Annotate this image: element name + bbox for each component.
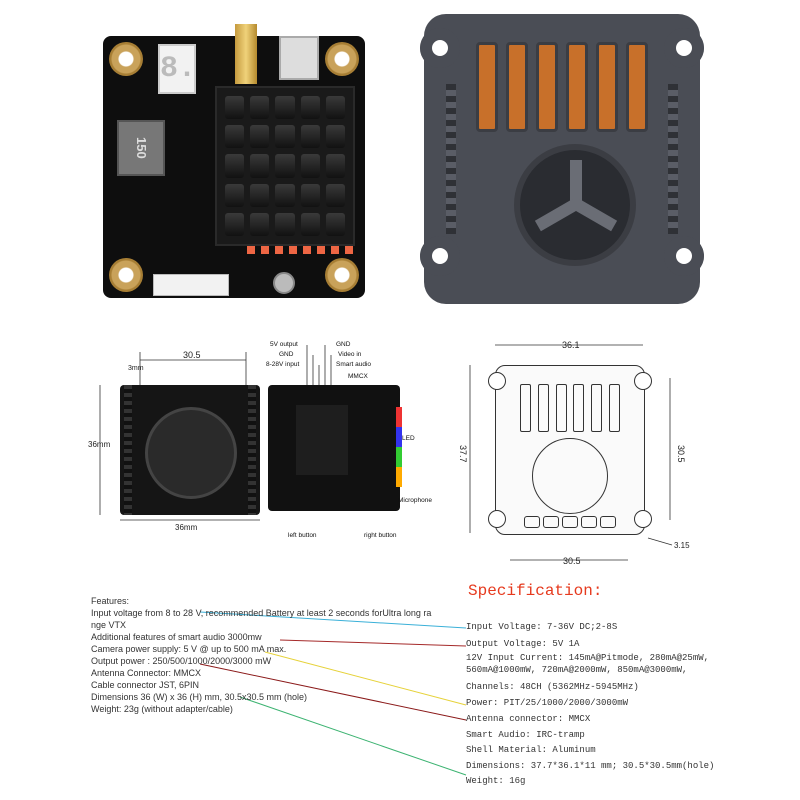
pin-label: Video in [338, 351, 362, 358]
microphone-icon [273, 272, 295, 294]
button-label: right button [364, 532, 397, 539]
mount-hole [325, 258, 359, 292]
spec-input-current-cont: 560mA@1000mW, 720mA@2000mW, 850mA@3000mW… [466, 665, 688, 675]
pin-label: GND [336, 341, 351, 348]
dimension-small: 3mm [128, 365, 144, 372]
spec-power: Power: PIT/25/1000/2000/3000mW [466, 698, 629, 708]
feature-line: Camera power supply: 5 V @ up to 500 mA … [91, 644, 287, 654]
dimension-side: 36mm [88, 440, 111, 449]
board-pinout-diagram [268, 385, 402, 511]
pin-label: Smart audio [336, 361, 372, 368]
mount-ear [420, 236, 460, 276]
outline-dim-left: 37.7 [458, 445, 468, 463]
mount-ear [664, 28, 704, 68]
led-row [247, 246, 353, 254]
mount-ear [664, 236, 704, 276]
fan-icon [532, 438, 608, 514]
pin-label: GND [279, 351, 294, 358]
inductor: 150 [117, 120, 165, 176]
feature-line: Weight: 23g (without adapter/cable) [91, 704, 233, 714]
spec-output-voltage: Output Voltage: 5V 1A [466, 639, 580, 649]
pin-label: 8-28V input [266, 361, 300, 368]
feature-line: nge VTX [91, 620, 127, 630]
microphone-label: Microphone [398, 497, 432, 504]
vtx-case-photo [420, 14, 704, 304]
spec-input-current: 12V Input Current: 145mA@Pitmode, 280mA@… [466, 653, 710, 663]
pin-label: 5V output [270, 341, 298, 348]
mmcx-connector [235, 24, 257, 84]
dimension-top: 30.5 [183, 350, 201, 360]
led-label: LED [402, 435, 415, 442]
spec-shell: Shell Material: Aluminum [466, 745, 596, 755]
feature-line: Antenna Connector: MMCX [91, 668, 202, 678]
dimension-bottom: 36mm [175, 523, 198, 532]
push-button [279, 36, 319, 80]
feature-line: Input voltage from 8 to 28 V, recommende… [91, 608, 432, 618]
mount-hole [109, 42, 143, 76]
copper-fins [476, 42, 648, 132]
spec-input-voltage: Input Voltage: 7-36V DC;2-8S [466, 622, 618, 632]
mount-hole [109, 258, 143, 292]
heatsink [215, 86, 355, 246]
side-fins [446, 84, 456, 234]
vtx-dimension-diagram [120, 385, 260, 515]
feature-line: Dimensions 36 (W) x 36 (H) mm, 30.5x30.5… [91, 692, 308, 702]
side-fins [668, 84, 678, 234]
spec-dimensions: Dimensions: 37.7*36.1*11 mm; 30.5*30.5mm… [466, 761, 715, 771]
spec-antenna: Antenna connector: MMCX [466, 714, 591, 724]
pin-label: MMCX [348, 373, 368, 380]
spec-weight: Weight: 16g [466, 776, 526, 786]
feature-line: Additional features of smart audio 3000m… [91, 632, 262, 642]
fan-icon [514, 144, 636, 266]
button-label: left button [288, 532, 317, 539]
feature-line: Features: [91, 596, 130, 606]
specification-title: Specification: [468, 582, 603, 600]
led-strip [396, 407, 402, 487]
case-outline-drawing [488, 365, 652, 535]
feature-line: Cable connector JST, 6PIN [91, 680, 200, 690]
fan-icon [145, 407, 237, 499]
vtx-pcb-photo: 8. 150 [103, 24, 365, 298]
mount-ear [420, 28, 460, 68]
spec-channels: Channels: 48CH (5362MHz-5945MHz) [466, 682, 639, 692]
outline-dim-hole: 3.15 [674, 541, 690, 550]
feature-line: Output power : 250/500/1000/2000/3000 mW [91, 656, 272, 666]
seven-segment-display: 8. [158, 44, 196, 94]
mount-hole [325, 42, 359, 76]
outline-dim-right: 30.5 [676, 445, 686, 463]
heatsink [296, 405, 348, 475]
spec-smart-audio: Smart Audio: IRC-tramp [466, 730, 585, 740]
jst-connector [153, 274, 229, 296]
outline-dim-bottom: 30.5 [563, 556, 581, 566]
features-list: Features: Input voltage from 8 to 28 V, … [91, 595, 461, 715]
